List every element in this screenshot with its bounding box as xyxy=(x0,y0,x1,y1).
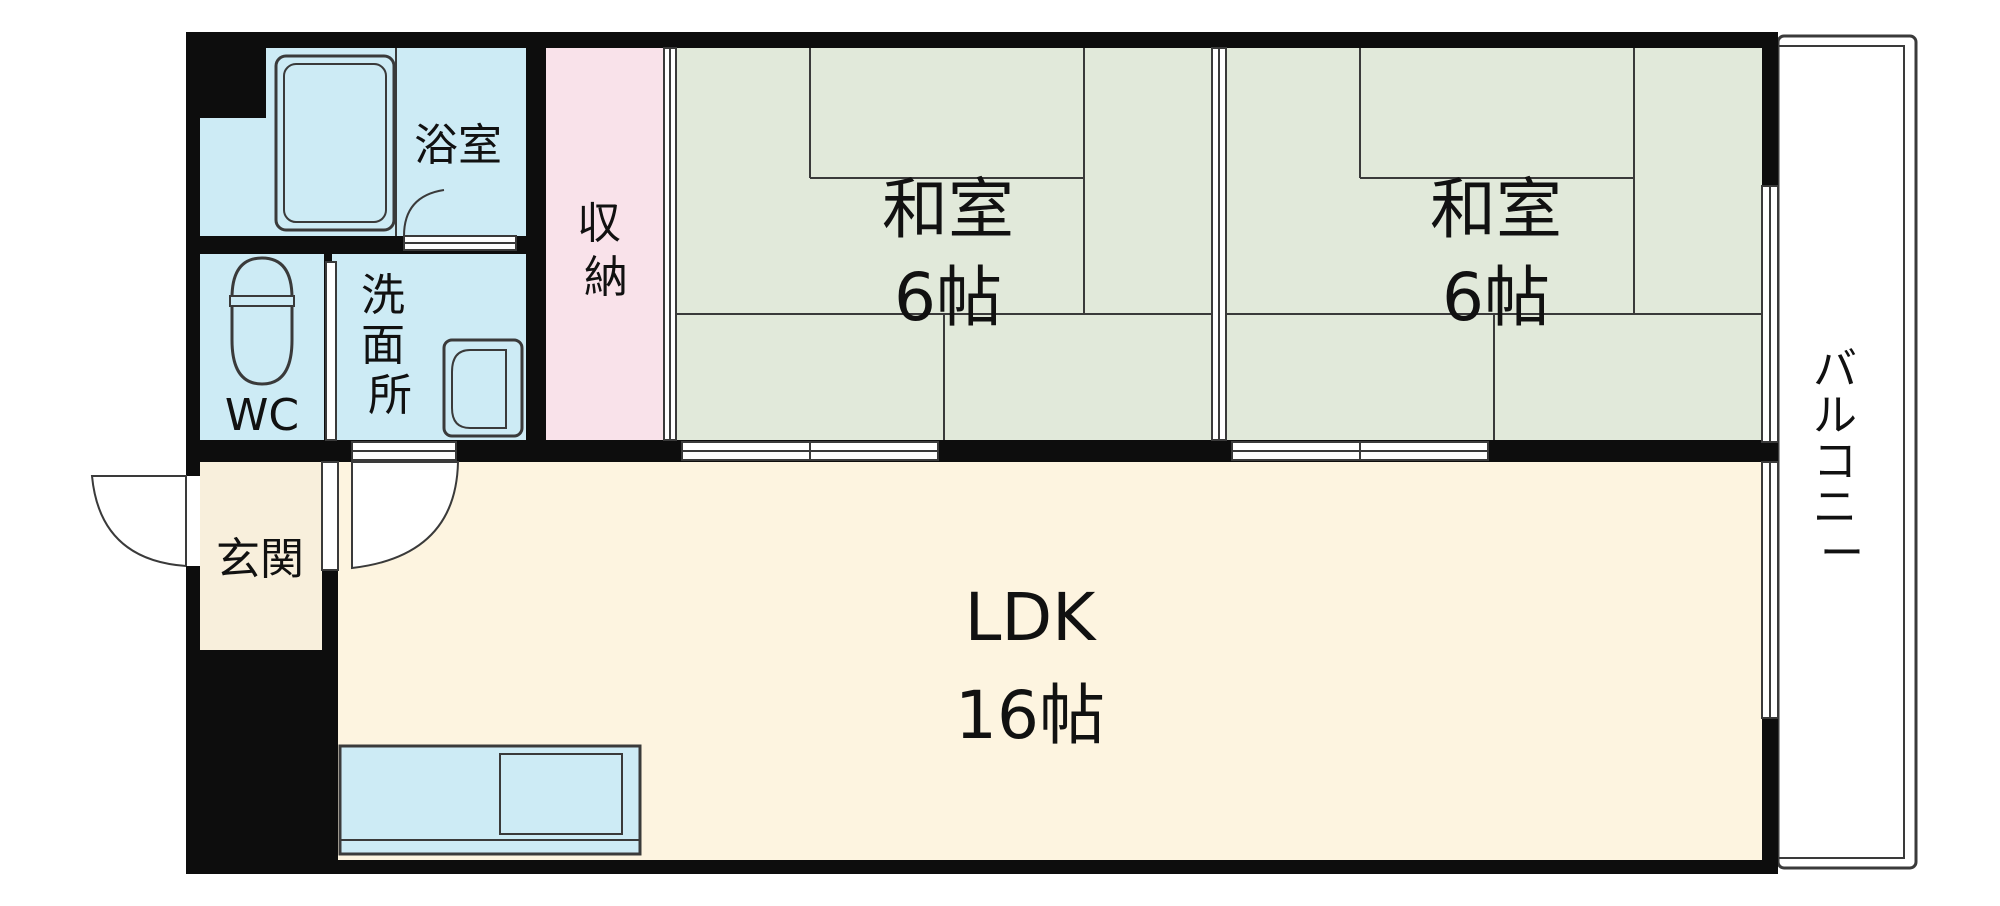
sliding-doors xyxy=(325,47,1779,719)
bathtub xyxy=(274,54,396,232)
balcony-label: バ ル コ ニ ー xyxy=(1813,344,1871,579)
storage-label: 収 納 xyxy=(577,198,635,303)
entrance-door-swing[interactable] xyxy=(90,475,187,567)
bath-label: 浴室 xyxy=(414,120,502,171)
tatami-lines-2 xyxy=(1226,48,1762,440)
entrance-label: 玄関 xyxy=(216,534,304,585)
toilet-tank xyxy=(229,295,295,307)
toilet-bowl xyxy=(230,256,294,386)
ldk-door-swing[interactable] xyxy=(351,461,460,570)
wc-label: WC xyxy=(225,390,299,441)
ldk-name: LDK xyxy=(965,579,1098,656)
storage-floor xyxy=(546,48,664,440)
bath-door-swing xyxy=(403,189,445,237)
ldk-size: 16帖 xyxy=(955,677,1105,754)
washroom-label: 洗 面 所 xyxy=(361,270,419,421)
entrance-floor xyxy=(200,462,322,650)
washitsu-1-name: 和室 xyxy=(882,171,1014,248)
entrance-door-opening xyxy=(186,476,200,566)
washitsu-1-size: 6帖 xyxy=(894,259,1002,336)
bathtub-inner xyxy=(283,63,387,223)
washitsu-2-size: 6帖 xyxy=(1442,259,1550,336)
kitchen-counter xyxy=(338,744,642,856)
bath-side-block xyxy=(200,118,266,236)
kitchen-sink xyxy=(499,753,623,835)
washitsu-2-name: 和室 xyxy=(1430,171,1562,248)
wash-basin xyxy=(442,338,524,438)
entrance-inner-frame xyxy=(321,461,339,571)
wash-basin-bowl xyxy=(451,349,507,429)
tatami-lines-1 xyxy=(676,48,1212,440)
